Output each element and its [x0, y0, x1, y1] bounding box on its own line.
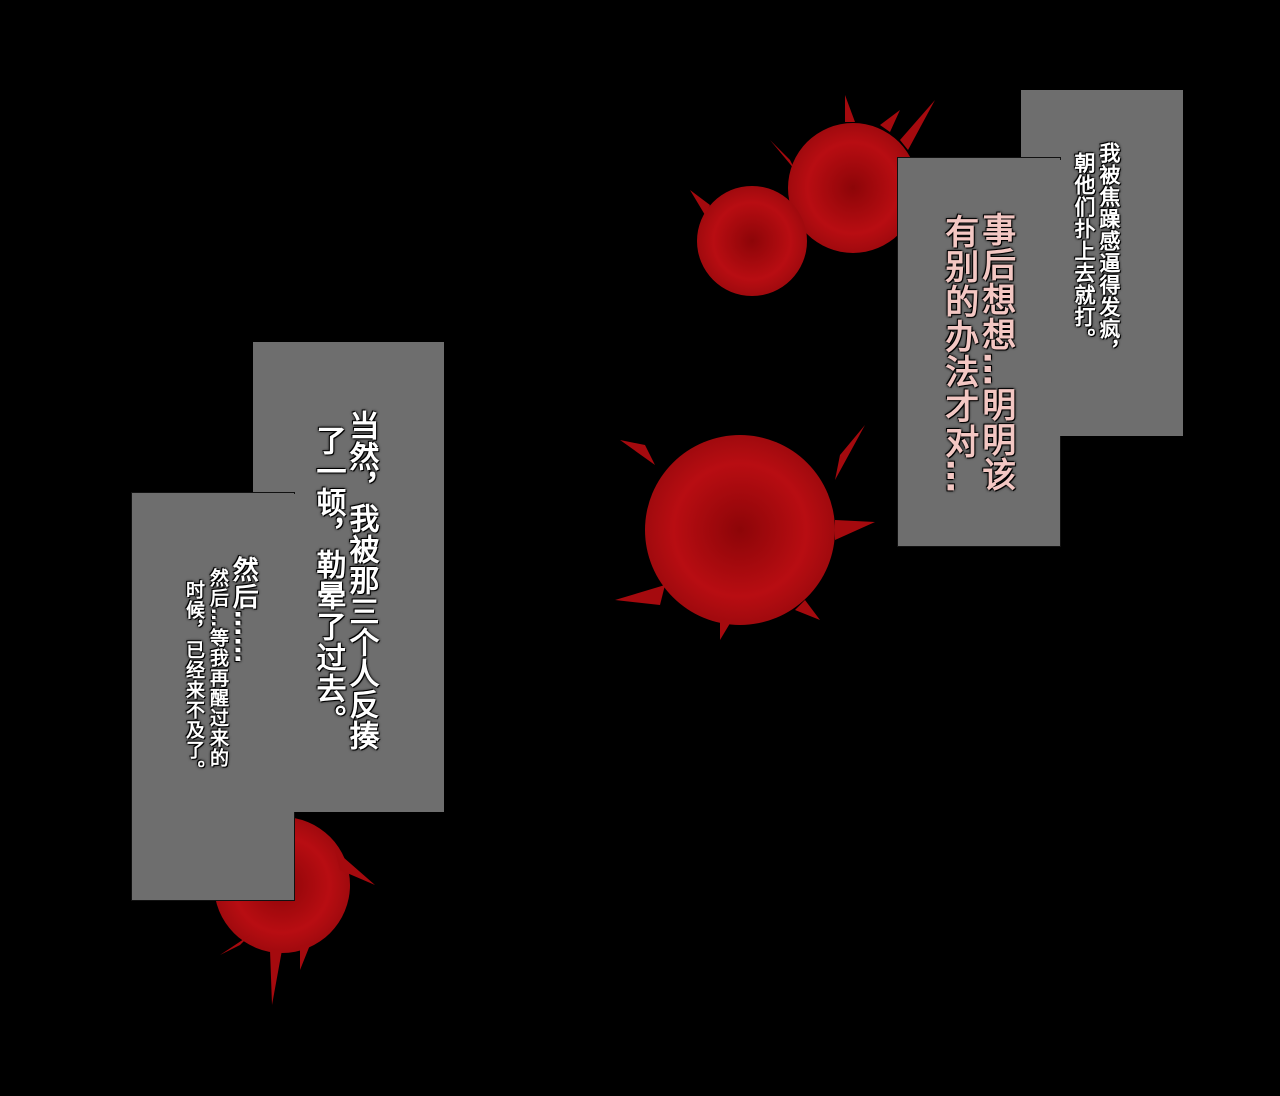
- caption-text-left-then-small2: 时候，已经来不及了。: [182, 580, 205, 780]
- caption-panel-right-join: [1040, 160, 1080, 436]
- caption-text-right-line1: 我被焦躁感逼得发疯，: [1097, 142, 1122, 362]
- caption-text-right-pink-line1: 事后想想…明明该: [975, 212, 1016, 492]
- blood-splatter-top-right: [690, 95, 935, 296]
- blood-splatter-center: [615, 425, 875, 640]
- caption-text-right-pink-line2: 有别的办法才对…: [938, 214, 979, 494]
- caption-text-left-then: 然后……: [228, 556, 259, 664]
- caption-text-left-line2: 了一顿，勒晕了过去。: [310, 425, 346, 735]
- caption-text-left-line1: 当然，我被那三个人反揍: [343, 410, 379, 751]
- caption-text-right-line2: 朝他们扑上去就打。: [1072, 152, 1097, 350]
- caption-panel-left-join: [240, 494, 300, 812]
- caption-text-left-then-small: 然后…等我再醒过来的: [206, 568, 229, 768]
- caption-panel-right-front: [898, 158, 1060, 546]
